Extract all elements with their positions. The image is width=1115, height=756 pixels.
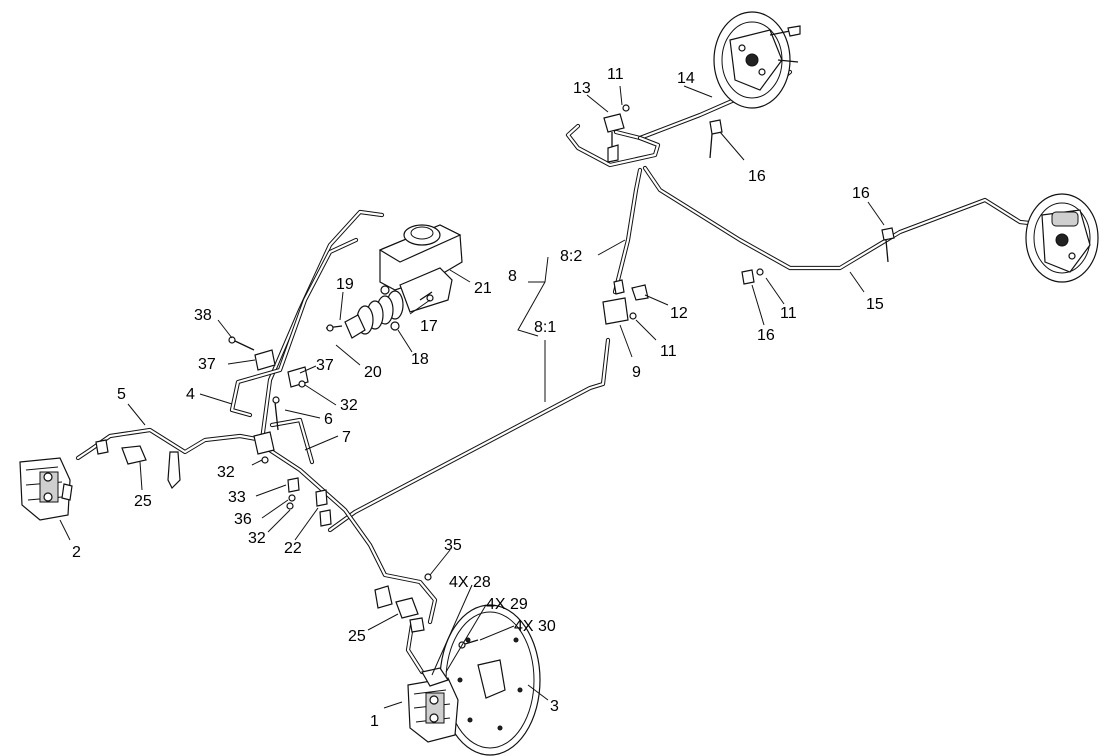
callout-11-rear: 11: [780, 305, 797, 322]
callout-25-left: 25: [134, 493, 152, 510]
callout-36: 36: [234, 511, 252, 528]
callout-8: 8: [508, 268, 517, 285]
callout-14: 14: [677, 70, 695, 87]
callout-38: 38: [194, 307, 212, 324]
callout-5: 5: [117, 386, 126, 403]
callout-16-right: 16: [852, 185, 870, 202]
callout-37-right: 37: [316, 357, 334, 374]
rear-brake-backing-plate-right: [1025, 193, 1099, 283]
callout-11-top: 11: [607, 66, 624, 83]
callout-16-upper: 16: [748, 168, 766, 185]
front-brake-rotor: [439, 604, 541, 756]
brake-line-front-right: [259, 442, 438, 625]
callout-6: 6: [324, 411, 333, 428]
front-right-brake-caliper: [407, 639, 479, 743]
callout-32-clip: 32: [340, 397, 358, 414]
brake-line-4b: [229, 237, 359, 418]
brake-lines: [75, 69, 1051, 675]
callout-4x-28: 4X 28: [449, 574, 491, 591]
callout-20: 20: [364, 364, 382, 381]
callout-3: 3: [550, 698, 559, 715]
callout-33: 33: [228, 489, 246, 506]
callout-22: 22: [284, 540, 302, 557]
callout-7: 7: [342, 429, 351, 446]
left-brake-caliper: [19, 457, 73, 521]
callout-labels: 1 2 3 4 5 6 7 8 8:1 8:2 9 11 11 11 12 13…: [72, 66, 884, 730]
callout-15: 15: [866, 296, 884, 313]
callout-leader-lines: [59, 85, 885, 709]
callout-2: 2: [72, 544, 81, 561]
master-cylinder: [325, 224, 463, 339]
rear-brake-backing-plate-upper: [713, 11, 801, 109]
callout-18: 18: [411, 351, 429, 368]
callout-25-right: 25: [348, 628, 366, 645]
callout-4x-30: 4X 30: [514, 618, 556, 635]
fittings-and-clips: [95, 104, 895, 633]
callout-13: 13: [573, 80, 591, 97]
callout-4x-29: 4X 29: [486, 596, 528, 613]
callout-11-junction: 11: [660, 343, 677, 360]
callout-12: 12: [670, 305, 688, 322]
callout-19: 19: [336, 276, 354, 293]
callout-17: 17: [420, 318, 438, 335]
callout-4: 4: [186, 386, 195, 403]
callout-37-left: 37: [198, 356, 216, 373]
callout-32-lower: 32: [248, 530, 266, 547]
callout-9: 9: [632, 364, 641, 381]
callout-8-1: 8:1: [534, 319, 556, 336]
callout-32-junction: 32: [217, 464, 235, 481]
callout-1: 1: [370, 713, 379, 730]
callout-8-2: 8:2: [560, 248, 582, 265]
callout-21: 21: [474, 280, 492, 297]
callout-16-lower: 16: [757, 327, 775, 344]
callout-35: 35: [444, 537, 462, 554]
